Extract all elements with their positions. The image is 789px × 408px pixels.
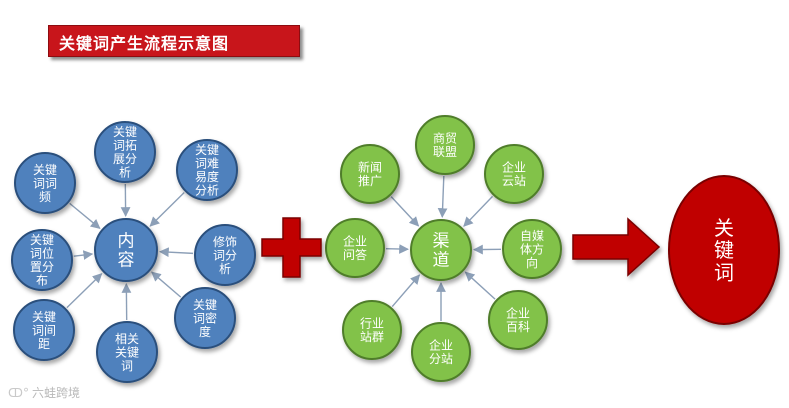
channel-arrow: [437, 175, 448, 219]
channel-satellite-node: [502, 219, 562, 279]
content-satellite-node: [13, 299, 75, 361]
channel-arrow: [464, 271, 496, 300]
channel-center-label: 渠道: [433, 232, 450, 271]
channel-satellite-node: [488, 290, 548, 350]
channel-satellite-label: 自媒体方向: [520, 229, 544, 270]
content-satellite-node: [96, 321, 158, 383]
channel-arrow: [385, 244, 409, 254]
channel-satellite-label: 企业问答: [343, 234, 367, 262]
result-node: [668, 175, 780, 325]
channel-arrow: [463, 195, 494, 227]
content-satellite-node: [14, 152, 76, 214]
content-satellite-node: [194, 224, 256, 286]
diagram-title: 关键词产生流程示意图: [59, 34, 230, 53]
plus-icon: [261, 217, 322, 278]
channel-satellite-node: [415, 115, 475, 175]
content-satellite-label: 相关关键词: [115, 332, 139, 373]
content-satellite-label: 修饰词分析: [213, 234, 237, 276]
content-satellite-label: 关键词密度: [193, 298, 217, 339]
content-satellite-node: [176, 139, 238, 201]
content-satellite-node: [94, 121, 156, 183]
content-center-label: 内容: [118, 232, 135, 271]
watermark-logo-icon: ↀ°: [8, 386, 29, 400]
content-arrow: [151, 271, 182, 298]
content-arrow: [149, 191, 185, 227]
channel-center-node: [410, 219, 472, 281]
title-banner: 关键词产生流程示意图: [48, 25, 300, 57]
content-arrow: [66, 273, 103, 309]
content-arrow: [69, 202, 101, 229]
right-arrow-icon: [572, 217, 661, 277]
watermark-text: 六蛙跨境: [31, 386, 80, 400]
content-satellite-label: 关键词位置分布: [30, 233, 54, 287]
channel-satellite-label: 企业云站: [502, 160, 526, 188]
content-arrow: [73, 250, 94, 260]
content-satellite-node: [174, 287, 236, 349]
channel-satellite-node: [342, 300, 402, 360]
content-satellite-label: 关键词词频: [33, 163, 57, 204]
content-satellite-label: 关键词难易度分析: [195, 143, 219, 197]
content-center-node: [94, 218, 158, 282]
content-satellite-node: [11, 229, 73, 291]
content-satellite-label: 关键词间距: [32, 310, 56, 351]
channel-satellite-node: [484, 144, 544, 204]
channel-satellite-node: [340, 144, 400, 204]
channel-satellite-label: 企业百科: [506, 306, 530, 334]
channel-satellite-label: 企业分站: [429, 338, 453, 366]
watermark: ↀ°六蛙跨境: [8, 384, 80, 401]
content-arrow: [158, 247, 194, 258]
result-label: 关键词: [714, 216, 734, 285]
channel-satellite-node: [325, 218, 385, 278]
channel-satellite-label: 新闻推广: [358, 160, 382, 188]
channel-satellite-node: [411, 322, 471, 382]
content-satellite-label: 关键词拓展分析: [113, 125, 137, 179]
channel-arrow: [390, 196, 420, 227]
channel-satellite-label: 行业站群: [360, 317, 384, 344]
channel-arrow: [391, 274, 421, 307]
channel-satellite-label: 商贸联盟: [433, 131, 457, 159]
